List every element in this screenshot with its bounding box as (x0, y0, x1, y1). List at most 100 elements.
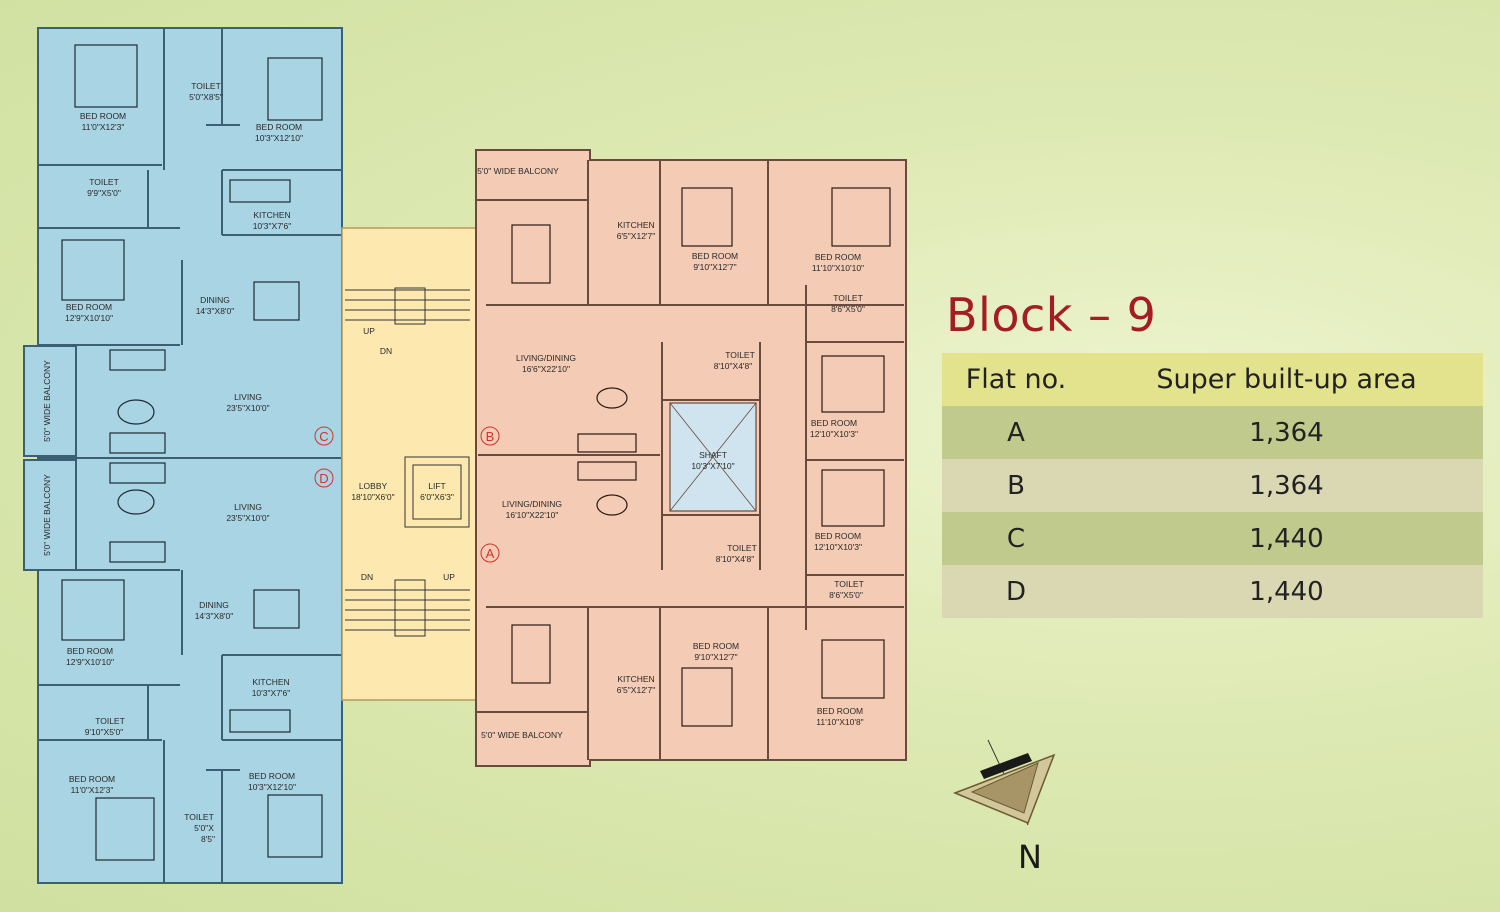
lw-living1-name: LIVING (234, 392, 262, 402)
flat-tags: A B C D (314, 426, 500, 563)
area-cell: 1,440 (1249, 523, 1324, 554)
lw-toilet1-dim: 5'0"X8'5" (189, 92, 223, 102)
lw-bed6-name: BED ROOM (249, 771, 295, 781)
rw-balcony-top: 5'0" WIDE BALCONY (477, 166, 559, 176)
lw-bed6-dim: 10'3"X12'10" (248, 782, 296, 792)
flat-no-cell: D (1005, 576, 1027, 607)
core-lift-name: LIFT (428, 481, 445, 491)
rw-kitchen1-dim: 6'5"X12'7" (617, 231, 656, 241)
rw-bed6-dim: 11'10"X10'8" (816, 717, 863, 727)
lw-toilet2-dim: 9'9"X5'0" (87, 188, 121, 198)
north-label: N (1018, 838, 1042, 876)
lw-kitchen2-name: KITCHEN (252, 677, 289, 687)
floor-plan: BED ROOM 11'0"X12'3" TOILET 5'0"X8'5" BE… (23, 27, 907, 884)
rw-bed5-name: BED ROOM (693, 641, 739, 651)
lw-dining1-name: DINING (200, 295, 230, 305)
rw-toilet4-name: TOILET (834, 579, 864, 589)
lw-balcony1: 5'0" WIDE BALCONY (42, 360, 52, 442)
lw-bed1-dim: 11'0"X12'3" (82, 122, 125, 132)
lw-toilet1-name: TOILET (191, 81, 221, 91)
lw-kitchen1-dim: 10'3"X7'6" (253, 221, 292, 231)
balcony-d (23, 459, 77, 571)
area-table-header: Flat no. Super built-up area (942, 353, 1483, 406)
lw-dining1-dim: 14'3"X8'0" (196, 306, 235, 316)
rw-bed2-name: BED ROOM (815, 252, 861, 262)
rw-toilet3-name: TOILET (727, 543, 757, 553)
lw-toilet2-name: TOILET (89, 177, 119, 187)
core-up-top: UP (363, 326, 375, 336)
table-row: B 1,364 (942, 459, 1483, 512)
core-dn-bottom: DN (361, 572, 373, 582)
lw-bed2-name: BED ROOM (256, 122, 302, 132)
rw-bed5-dim: 9'10"X12'7" (694, 652, 737, 662)
rw-balcony-bottom: 5'0" WIDE BALCONY (481, 730, 563, 740)
rw-bed2-dim: 11'10"X10'10" (812, 263, 864, 273)
lw-bed2-dim: 10'3"X12'10" (255, 133, 303, 143)
rw-shaft-dim: 10'3"X7'10" (691, 461, 734, 471)
lw-bed5-name: BED ROOM (69, 774, 115, 784)
flat-no-cell: B (1007, 470, 1025, 501)
lw-toilet4-dim2: 8'5" (201, 834, 215, 844)
table-row: C 1,440 (942, 512, 1483, 565)
lw-living1-dim: 23'5"X10'0" (226, 403, 269, 413)
rw-bed1-dim: 9'10"X12'7" (693, 262, 736, 272)
flat-tag-a: A (486, 546, 495, 561)
core-up-bottom: UP (443, 572, 455, 582)
left-wing-fill (37, 27, 343, 884)
area-header: Super built-up area (1156, 364, 1417, 395)
rw-toilet1-dim: 8'6"X5'0" (831, 304, 865, 314)
flat-no-cell: A (1007, 417, 1025, 448)
compass-icon (952, 739, 1056, 826)
lw-living2-dim: 23'5"X10'0" (226, 513, 269, 523)
rw-kitchen2-dim: 6'5"X12'7" (617, 685, 656, 695)
core-lift-dim: 6'0"X6'3" (420, 492, 454, 502)
lw-kitchen2-dim: 10'3"X7'6" (252, 688, 291, 698)
rw-bed3-dim: 12'10"X10'3" (810, 429, 858, 439)
lw-bed3-dim: 12'9"X10'10" (65, 313, 113, 323)
flat-no-cell: C (1006, 523, 1026, 554)
lw-kitchen1-name: KITCHEN (253, 210, 290, 220)
core-lobby-name: LOBBY (359, 481, 388, 491)
lw-toilet4-dim1: 5'0"X (194, 823, 214, 833)
area-cell: 1,364 (1249, 470, 1324, 501)
rw-kitchen1-name: KITCHEN (617, 220, 654, 230)
table-row: A 1,364 (942, 406, 1483, 459)
rw-living2-dim: 16'10"X22'10" (506, 510, 559, 520)
rw-toilet2-dim: 8'10"X4'8" (714, 361, 753, 371)
lw-bed5-dim: 11'0"X12'3" (71, 785, 114, 795)
flat-tag-c: C (319, 429, 328, 444)
lw-toilet3-dim: 9'10"X5'0" (85, 727, 124, 737)
core-dn-top: DN (380, 346, 392, 356)
flat-no-header: Flat no. (965, 364, 1067, 395)
area-cell: 1,364 (1249, 417, 1324, 448)
rw-toilet3-dim: 8'10"X4'8" (716, 554, 755, 564)
table-row: D 1,440 (942, 565, 1483, 618)
lw-dining2-name: DINING (199, 600, 229, 610)
rw-bed3-name: BED ROOM (811, 418, 857, 428)
lw-toilet3-name: TOILET (95, 716, 125, 726)
rw-kitchen2-name: KITCHEN (617, 674, 654, 684)
balcony-c (23, 345, 77, 457)
left-wing: BED ROOM 11'0"X12'3" TOILET 5'0"X8'5" BE… (23, 27, 343, 884)
block-title: Block – 9 (946, 288, 1157, 342)
rw-living1-name: LIVING/DINING (516, 353, 576, 363)
area-cell: 1,440 (1249, 576, 1324, 607)
rw-bed1-name: BED ROOM (692, 251, 738, 261)
area-table: Flat no. Super built-up area A 1,364 B 1… (942, 353, 1483, 618)
rw-bed4-name: BED ROOM (815, 531, 861, 541)
flat-tag-d: D (319, 471, 328, 486)
rw-toilet2-name: TOILET (725, 350, 755, 360)
rw-bed4-dim: 12'10"X10'3" (814, 542, 862, 552)
lw-dining2-dim: 14'3"X8'0" (195, 611, 234, 621)
rw-living1-dim: 16'6"X22'10" (522, 364, 570, 374)
lw-toilet4-name: TOILET (184, 812, 214, 822)
rw-shaft-name: SHAFT (699, 450, 727, 460)
right-wing: 5'0" WIDE BALCONY KITCHEN 6'5"X12'7" BED… (475, 149, 907, 767)
core-lobby-dim: 18'10"X6'0" (351, 492, 394, 502)
rw-bed6-name: BED ROOM (817, 706, 863, 716)
rw-living2-name: LIVING/DINING (502, 499, 562, 509)
lw-bed4-name: BED ROOM (67, 646, 113, 656)
shaft (669, 402, 757, 512)
flat-tag-b: B (486, 429, 495, 444)
lw-living2-name: LIVING (234, 502, 262, 512)
